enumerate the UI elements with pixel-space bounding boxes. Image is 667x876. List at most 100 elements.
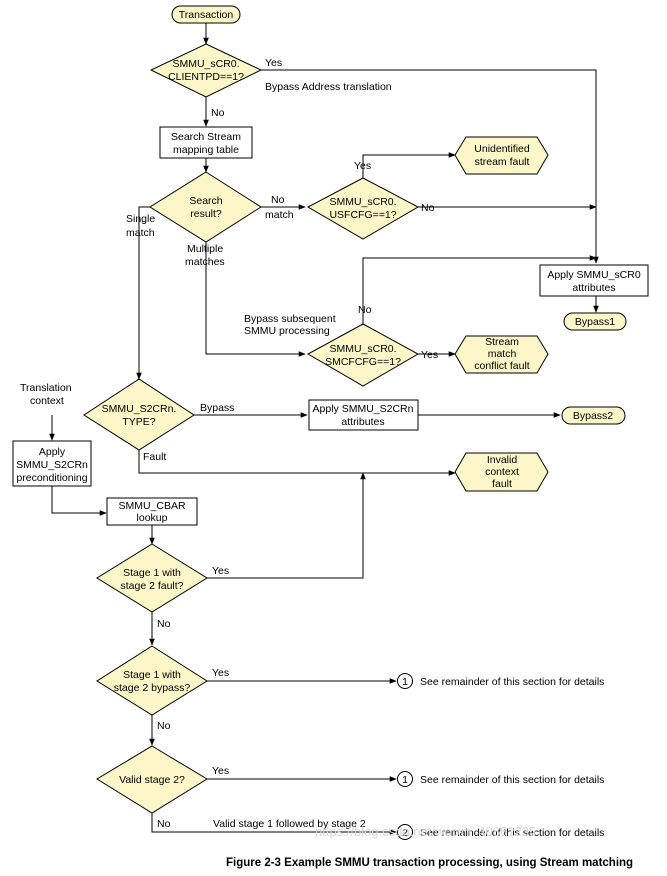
process-apply-scr0-line2: attributes — [572, 282, 615, 294]
node-bypass1-label: Bypass1 — [575, 316, 615, 328]
label-fault-s2crn: Fault — [143, 451, 166, 463]
process-apply-s2crn-attr-line1: Apply SMMU_S2CRn — [313, 403, 414, 415]
label-multiple-matches-2: matches — [185, 256, 225, 268]
label-bypass-subsequent-2: SMMU processing — [244, 325, 330, 337]
process-search-table: Search Stream mapping table — [159, 126, 253, 159]
terminal-conflict-fault-line1: Stream — [485, 336, 519, 348]
edge-pre-cbar — [51, 486, 107, 516]
label-see-remainder-1a: See remainder of this section for detail… — [420, 676, 604, 688]
connector-1a: 1 — [397, 673, 413, 689]
label-yes-smcfcfg: Yes — [421, 349, 438, 361]
decision-clientpd: SMMU_sCR0. CLIENTPD==1? — [149, 43, 263, 98]
connector-2: 2 — [397, 824, 413, 840]
label-yes-stage1fault: Yes — [212, 565, 229, 577]
label-yes-unidentified: Yes — [354, 160, 371, 172]
label-no-smcfcfg: No — [358, 304, 372, 316]
decision-stage1-s2fault: Stage 1 with stage 2 fault? — [96, 543, 208, 613]
decision-search-result-line1: Search — [189, 195, 222, 207]
terminal-unidentified-fault: Unidentified stream fault — [454, 136, 549, 175]
label-no-stage1fault: No — [157, 618, 171, 630]
terminal-invalid-fault-line1: Invalid — [487, 454, 518, 466]
label-see-remainder-1b: See remainder of this section for detail… — [420, 774, 604, 786]
edge-stage1fault-yes — [207, 472, 366, 579]
terminal-unidentified-fault-line1: Unidentified — [474, 143, 530, 155]
edge-labels: Yes Bypass Address translation No Yes No… — [20, 57, 604, 839]
edge-usfcfg-yes — [362, 152, 456, 178]
connector-1b: 1 — [397, 771, 413, 787]
decision-usfcfg-line1: SMMU_sCR0. — [329, 196, 396, 208]
label-no-clientpd: No — [211, 107, 225, 119]
decision-smcfcfg-line1: SMMU_sCR0. — [329, 343, 396, 355]
edge-s2crn-fault — [138, 450, 456, 476]
label-yes-bypass: Yes — [265, 57, 282, 69]
edge-smcfcfg-no — [362, 255, 597, 324]
decision-stage1-s2fault-line1: Stage 1 with — [123, 567, 181, 579]
terminal-unidentified-fault-line2: stream fault — [475, 156, 530, 168]
decision-valid-stage2-label: Valid stage 2? — [119, 774, 185, 786]
decision-clientpd-line2: CLIENTPD==1? — [168, 71, 244, 83]
decision-usfcfg: SMMU_sCR0. USFCFG==1? — [306, 177, 420, 240]
decision-stage1-s2bypass-line1: Stage 1 with — [123, 669, 181, 681]
decision-stage1-s2bypass: Stage 1 with stage 2 bypass? — [96, 645, 208, 716]
node-bypass1: Bypass1 — [563, 312, 627, 331]
node-bypass2: Bypass2 — [561, 406, 626, 425]
svg-text:1: 1 — [402, 676, 408, 688]
process-cbar-lookup-line2: lookup — [137, 512, 168, 524]
process-apply-scr0-line1: Apply SMMU_sCR0 — [547, 269, 641, 281]
process-apply-s2crn-pre-line3: preconditioning — [16, 472, 87, 484]
label-yes-stage1bypass: Yes — [212, 667, 229, 679]
svg-text:1: 1 — [402, 774, 408, 786]
decision-search-result-line2: result? — [190, 208, 222, 220]
edge-clientpd-yes — [261, 69, 599, 264]
edge-validstage2-no — [151, 813, 397, 835]
decision-smcfcfg-line2: SMCFCFG==1? — [325, 356, 401, 368]
process-search-table-line1: Search Stream — [171, 131, 241, 143]
label-valid-followed: Valid stage 1 followed by stage 2 — [213, 818, 366, 830]
label-single-match-1: Single — [126, 213, 155, 225]
terminal-conflict-fault-line3: conflict fault — [474, 360, 530, 372]
decision-search-result: Search result? — [149, 171, 262, 243]
label-see-remainder-2: See remainder of this section for detail… — [420, 827, 604, 839]
decision-usfcfg-line2: USFCFG==1? — [329, 209, 396, 221]
terminal-conflict-fault: Stream match conflict fault — [454, 335, 549, 374]
node-transaction-label: Transaction — [179, 9, 234, 21]
label-multiple-matches-1: Multiple — [187, 243, 223, 255]
node-bypass2-label: Bypass2 — [573, 410, 613, 422]
label-no-match-2: match — [265, 209, 294, 221]
process-apply-s2crn-pre: Apply SMMU_S2CRn preconditioning — [12, 440, 92, 487]
label-bypass-subsequent-1: Bypass subsequent — [244, 313, 336, 325]
edges — [49, 23, 599, 835]
figure-caption: Figure 2-3 Example SMMU transaction proc… — [226, 857, 633, 869]
process-apply-scr0: Apply SMMU_sCR0 attributes — [539, 264, 649, 297]
label-no-validstage2: No — [157, 818, 171, 830]
decision-clientpd-line1: SMMU_sCR0. — [172, 58, 239, 70]
edge-search-multiple — [205, 242, 306, 357]
process-search-table-line2: mapping table — [173, 144, 239, 156]
label-translation-context-1: Translation — [20, 382, 72, 394]
terminal-conflict-fault-line2: match — [488, 348, 517, 360]
decision-s2crn-type-line1: SMMU_S2CRn. — [102, 403, 177, 415]
label-no-match-1: No — [271, 194, 285, 206]
process-apply-s2crn-pre-line2: SMMU_S2CRn — [16, 459, 88, 471]
edge-search-single — [136, 206, 150, 380]
process-apply-s2crn-attr: Apply SMMU_S2CRn attributes — [308, 399, 419, 431]
node-transaction: Transaction — [171, 5, 241, 24]
label-no-usfcfg: No — [421, 202, 435, 214]
label-bypass-s2crn: Bypass — [200, 402, 234, 414]
label-yes-validstage2: Yes — [212, 765, 229, 777]
process-apply-s2crn-attr-line2: attributes — [341, 416, 384, 428]
process-apply-s2crn-pre-line1: Apply — [39, 446, 66, 458]
decision-valid-stage2: Valid stage 2? — [96, 745, 208, 814]
label-translation-context-2: context — [30, 395, 64, 407]
decision-s2crn-type: SMMU_S2CRn. TYPE? — [83, 378, 195, 451]
decision-stage1-s2fault-line2: stage 2 fault? — [120, 580, 183, 592]
terminal-invalid-fault-line3: fault — [492, 478, 512, 490]
terminal-invalid-fault: Invalid context fault — [454, 452, 549, 492]
process-cbar-lookup: SMMU_CBAR lookup — [106, 497, 198, 526]
decision-smcfcfg: SMMU_sCR0. SMCFCFG==1? — [306, 323, 420, 387]
label-bypass-address: Bypass Address translation — [265, 81, 392, 93]
decision-stage1-s2bypass-line2: stage 2 bypass? — [114, 682, 191, 694]
decision-s2crn-type-line2: TYPE? — [122, 416, 155, 428]
label-no-stage1bypass: No — [157, 720, 171, 732]
